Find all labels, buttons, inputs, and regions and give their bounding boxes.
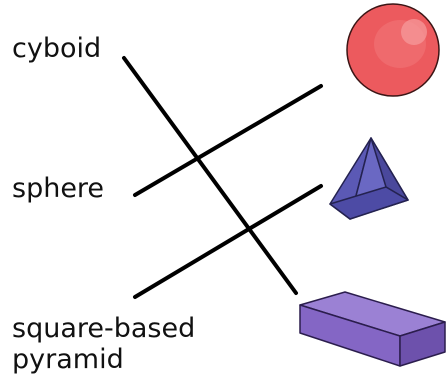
label-pyramid: pyramid <box>12 344 124 375</box>
match-line-cyboid-to-cuboid <box>122 56 298 295</box>
cuboid-image <box>299 291 446 367</box>
sphere-image <box>346 3 440 97</box>
square-based-pyramid-image <box>329 137 409 220</box>
match-line-sphere-to-sphere <box>133 84 323 197</box>
label-cyboid: cyboid <box>12 33 102 64</box>
label-square-based: square-based <box>12 313 196 344</box>
label-sphere: sphere <box>12 173 105 204</box>
match-line-pyramid-to-pyramid <box>133 184 323 299</box>
